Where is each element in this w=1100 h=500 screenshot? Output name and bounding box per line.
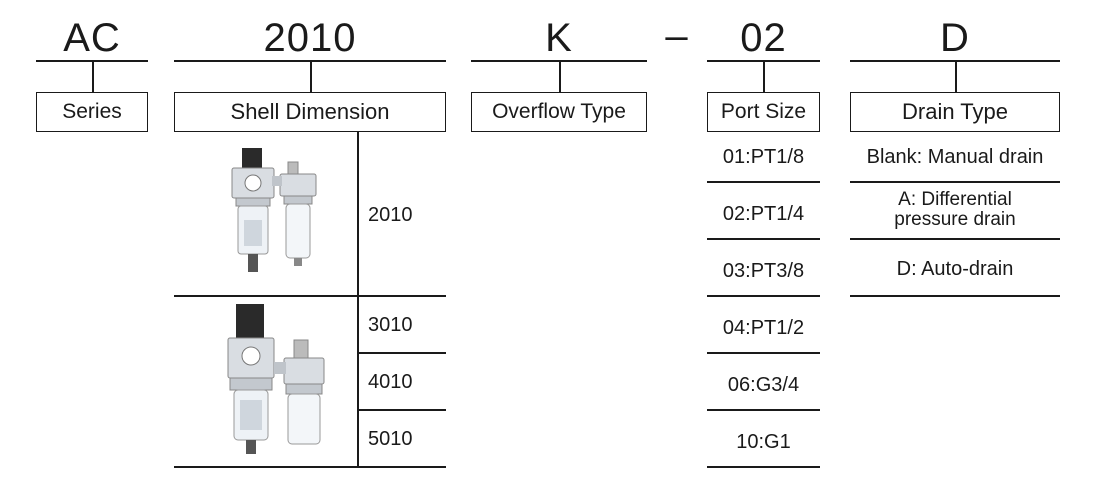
port-option-02: 02:PT1/4 — [722, 202, 805, 225]
connector-port — [763, 60, 765, 92]
port-row-divider-1 — [707, 181, 820, 183]
shell-option-4010: 4010 — [368, 370, 413, 393]
shell-option-5010: 5010 — [368, 427, 413, 450]
small-unit-image — [222, 140, 342, 290]
code-series: AC — [63, 16, 121, 60]
drain-option-a: A: Differential pressure drain — [894, 189, 1016, 230]
drain-row-divider-bottom — [850, 295, 1060, 297]
shell-row-divider-3 — [357, 409, 446, 411]
port-option-01: 01:PT1/8 — [722, 145, 805, 168]
connector-drain — [955, 60, 957, 92]
shell-option-2010: 2010 — [368, 203, 413, 226]
port-row-divider-2 — [707, 238, 820, 240]
code-shell: 2010 — [263, 16, 357, 60]
shell-row-divider-bottom — [174, 466, 446, 468]
port-row-divider-5 — [707, 409, 820, 411]
drain-row-divider-2 — [850, 238, 1060, 240]
shell-row-divider-2 — [357, 352, 446, 354]
drain-row-divider-1 — [850, 181, 1060, 183]
drain-option-blank: Blank: Manual drain — [866, 145, 1044, 168]
port-option-06: 06:G3/4 — [727, 373, 800, 396]
connector-shell — [310, 60, 312, 92]
port-option-03: 03:PT3/8 — [722, 259, 805, 282]
shell-row-divider-1 — [174, 295, 446, 297]
code-overflow: K — [545, 16, 573, 60]
code-drain: D — [940, 16, 970, 60]
large-unit-image — [222, 300, 342, 460]
port-option-04: 04:PT1/2 — [722, 316, 805, 339]
connector-overflow — [559, 60, 561, 92]
label-drain-type: Drain Type — [850, 92, 1060, 132]
code-dash: – — [665, 14, 689, 58]
port-option-10: 10:G1 — [736, 430, 791, 453]
label-shell-dimension: Shell Dimension — [174, 92, 446, 132]
port-row-divider-bottom — [707, 466, 820, 468]
connector-series — [92, 60, 94, 92]
drain-option-d: D: Auto-drain — [896, 257, 1014, 280]
label-series: Series — [36, 92, 148, 132]
port-row-divider-3 — [707, 295, 820, 297]
label-port-size: Port Size — [707, 92, 820, 132]
label-overflow-type: Overflow Type — [471, 92, 647, 132]
port-row-divider-4 — [707, 352, 820, 354]
shell-table-divider — [357, 132, 359, 467]
code-port: 02 — [740, 16, 787, 60]
shell-option-3010: 3010 — [368, 313, 413, 336]
